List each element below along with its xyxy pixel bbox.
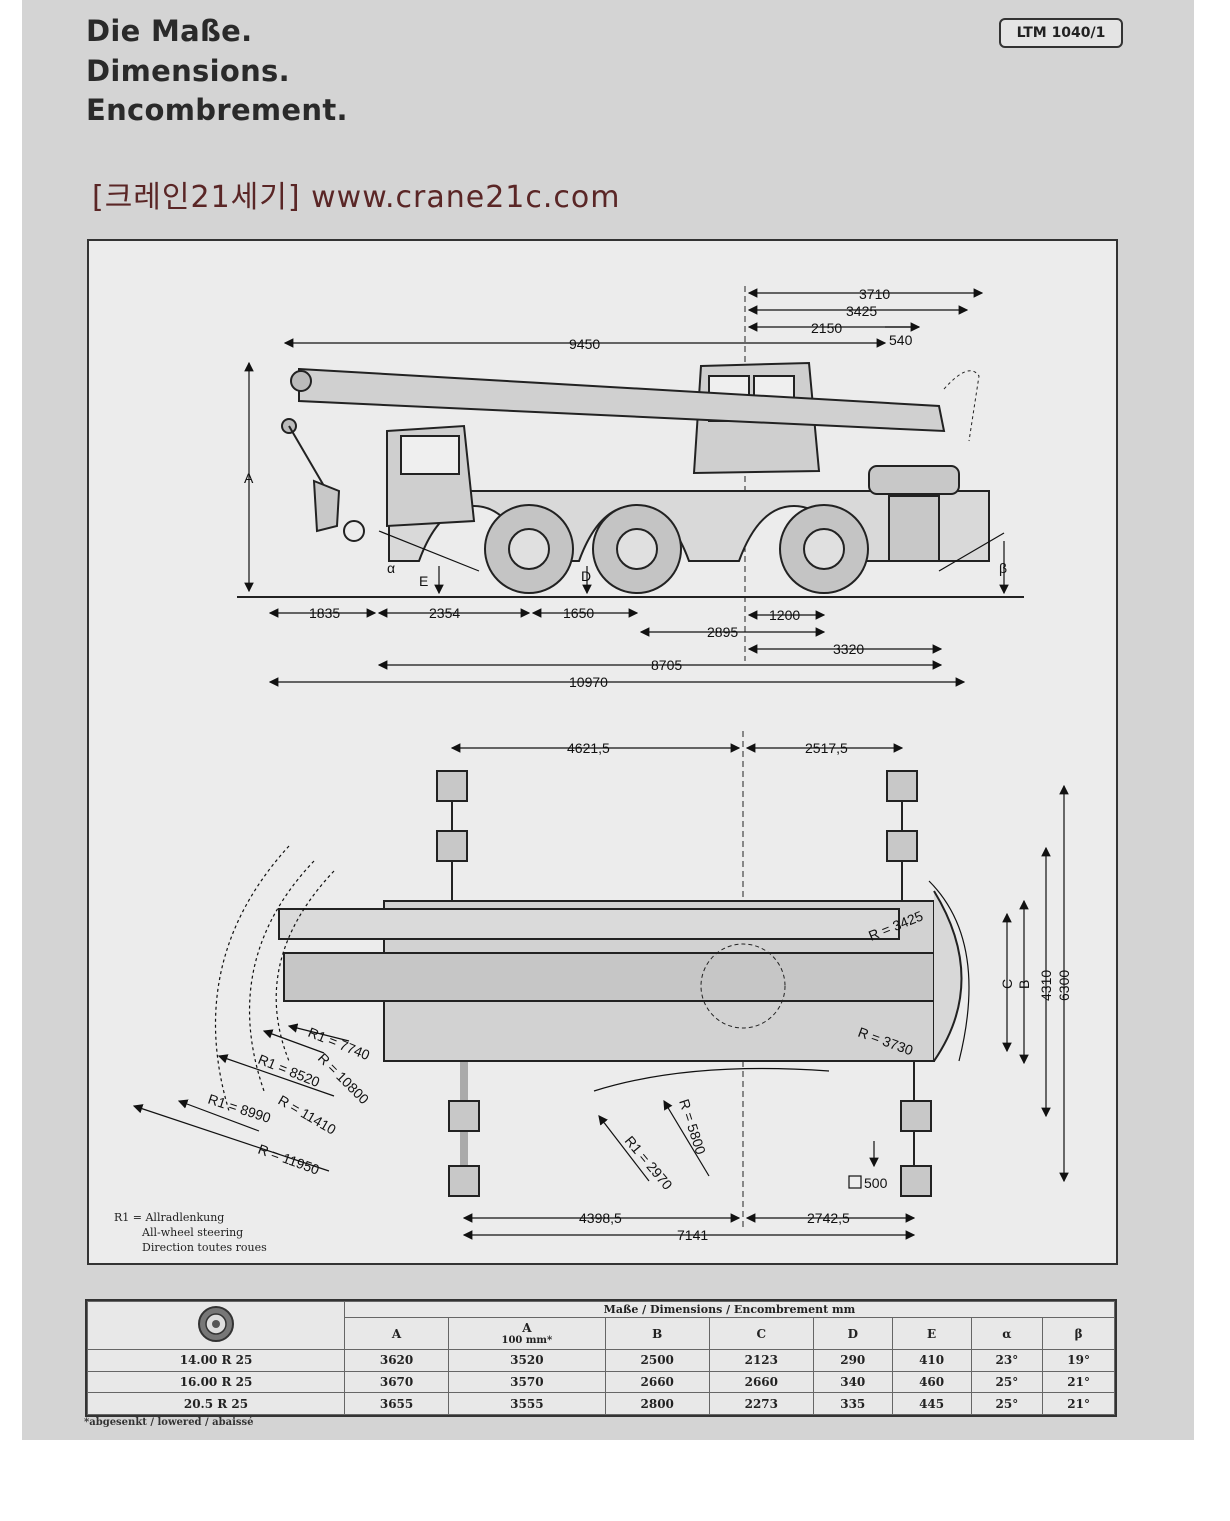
table-cell: 25°	[970, 1370, 1044, 1394]
table-cell: 21°	[1042, 1370, 1115, 1394]
table-cell: 2660	[604, 1370, 710, 1394]
table-cell: 3520	[448, 1349, 606, 1372]
table-cell: 2500	[604, 1349, 710, 1372]
dim-1650: 1650	[563, 605, 594, 621]
table-cell: 2660	[708, 1370, 814, 1394]
title-german: Die Maße.	[86, 14, 253, 48]
col-A: A	[343, 1317, 450, 1350]
dim-10970: 10970	[569, 674, 608, 690]
tire-size: 16.00 R 25	[87, 1370, 345, 1394]
legend-line-1: R1 = Allradlenkung	[114, 1211, 225, 1224]
table-cell: 19°	[1042, 1349, 1115, 1372]
table-footnote: *abgesenkt / lowered / abaissé	[84, 1417, 254, 1428]
top-view-crane	[278, 731, 963, 1231]
col-D: D	[812, 1317, 893, 1350]
dim-4310: 4310	[1038, 970, 1054, 1001]
table-cell: 2800	[604, 1392, 710, 1415]
radius-5800: R = 5800	[676, 1097, 709, 1157]
tire-icon	[198, 1306, 234, 1342]
dim-1200: 1200	[769, 607, 800, 623]
dim-7141: 7141	[677, 1227, 708, 1243]
table-cell: 290	[812, 1349, 893, 1372]
radius-11950: R = 11950	[256, 1141, 322, 1178]
label-alpha: α	[387, 560, 395, 576]
legend-line-2: All-wheel steering	[142, 1226, 244, 1239]
model-badge: LTM 1040/1	[999, 18, 1123, 48]
col-E: E	[891, 1317, 972, 1350]
table-cell: 340	[812, 1370, 893, 1394]
table-cell: 2123	[708, 1349, 814, 1372]
title-english: Dimensions.	[86, 54, 290, 88]
table-cell: 410	[891, 1349, 972, 1372]
table-row: 14.00 R 25 3620 3520 2500 2123 290 410 2…	[87, 1349, 1115, 1372]
radius-11410: R = 11410	[276, 1092, 340, 1138]
label-E: E	[419, 573, 428, 589]
legend: R1 = Allradlenkung All-wheel steering Di…	[114, 1210, 267, 1255]
dim-2895: 2895	[707, 624, 738, 640]
table-cell: 25°	[970, 1392, 1044, 1415]
col-alpha: α	[970, 1317, 1044, 1350]
table-cell: 335	[812, 1392, 893, 1415]
legend-line-3: Direction toutes roues	[142, 1241, 267, 1254]
square-500-icon	[848, 1175, 862, 1189]
tire-size: 20.5 R 25	[87, 1392, 345, 1415]
dim-2742-5: 2742,5	[807, 1210, 850, 1226]
label-D: D	[581, 568, 591, 584]
dim-9450: 9450	[569, 336, 600, 352]
label-A: A	[244, 470, 254, 486]
dimension-drawing: 3710 3425 2150 540 9450 A E D α β 1835 2…	[87, 239, 1118, 1265]
table-cell: 460	[891, 1370, 972, 1394]
dim-4398-5: 4398,5	[579, 1210, 622, 1226]
label-beta: β	[999, 560, 1007, 576]
dim-540: 540	[889, 332, 913, 348]
dim-500: 500	[864, 1175, 888, 1191]
dim-3320: 3320	[833, 641, 864, 657]
table-row: 16.00 R 25 3670 3570 2660 2660 340 460 2…	[87, 1370, 1115, 1394]
group-header: Maße / Dimensions / Encombrement mm	[344, 1301, 1115, 1318]
label-C: C	[999, 979, 1015, 989]
table-cell: 3555	[448, 1392, 606, 1415]
col-B: B	[604, 1317, 710, 1350]
dim-8705: 8705	[651, 657, 682, 673]
label-B: B	[1016, 980, 1032, 989]
radius-r1-8990: R1 = 8990	[206, 1091, 273, 1126]
title-french: Encombrement.	[86, 93, 348, 127]
table-cell: 23°	[970, 1349, 1044, 1372]
side-view-wheels	[484, 504, 869, 594]
table-cell: 3570	[448, 1370, 606, 1394]
table-cell: 3620	[343, 1349, 450, 1372]
table-cell: 21°	[1042, 1392, 1115, 1415]
radius-r1-7740: R1 = 7740	[306, 1024, 372, 1063]
col-beta: β	[1042, 1317, 1115, 1350]
table-cell: 3655	[343, 1392, 450, 1415]
dim-4621-5: 4621,5	[567, 740, 610, 756]
tire-header-cell	[87, 1301, 345, 1350]
dim-2517-5: 2517,5	[805, 740, 848, 756]
dim-1835: 1835	[309, 605, 340, 621]
tire-size: 14.00 R 25	[87, 1349, 345, 1372]
radius-r1-8520: R1 = 8520	[256, 1051, 322, 1090]
col-C: C	[708, 1317, 814, 1350]
dim-3710: 3710	[859, 286, 890, 302]
dim-2354: 2354	[429, 605, 460, 621]
table-cell: 445	[891, 1392, 972, 1415]
dim-3425: 3425	[846, 303, 877, 319]
table-cell: 3670	[343, 1370, 450, 1394]
dim-6300: 6300	[1056, 970, 1072, 1001]
dim-2150: 2150	[811, 320, 842, 336]
table-cell: 2273	[708, 1392, 814, 1415]
table-row: 20.5 R 25 3655 3555 2800 2273 335 445 25…	[87, 1392, 1115, 1415]
radius-r1-2970: R1 = 2970	[622, 1133, 676, 1193]
watermark-text: [크레인21세기] www.crane21c.com	[92, 180, 621, 215]
